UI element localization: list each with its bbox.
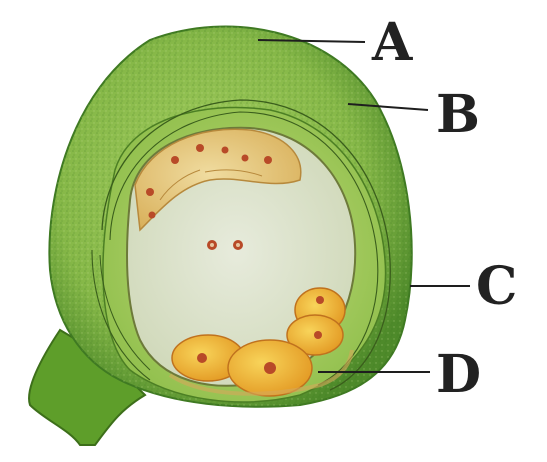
leader-line-a xyxy=(257,39,366,43)
leader-line-b xyxy=(347,103,429,111)
antipodal-cells xyxy=(134,128,302,232)
label-b: B xyxy=(436,84,480,145)
polar-nuclei xyxy=(207,240,243,250)
integument-line-inner xyxy=(91,249,151,381)
label-d: D xyxy=(436,344,481,405)
integument-line-middle xyxy=(109,111,379,386)
integument-line-inner-2 xyxy=(99,254,151,371)
label-c: C xyxy=(476,256,517,317)
egg-apparatus xyxy=(168,287,354,397)
label-a: A xyxy=(371,12,413,73)
integument-line-outer xyxy=(101,99,391,391)
